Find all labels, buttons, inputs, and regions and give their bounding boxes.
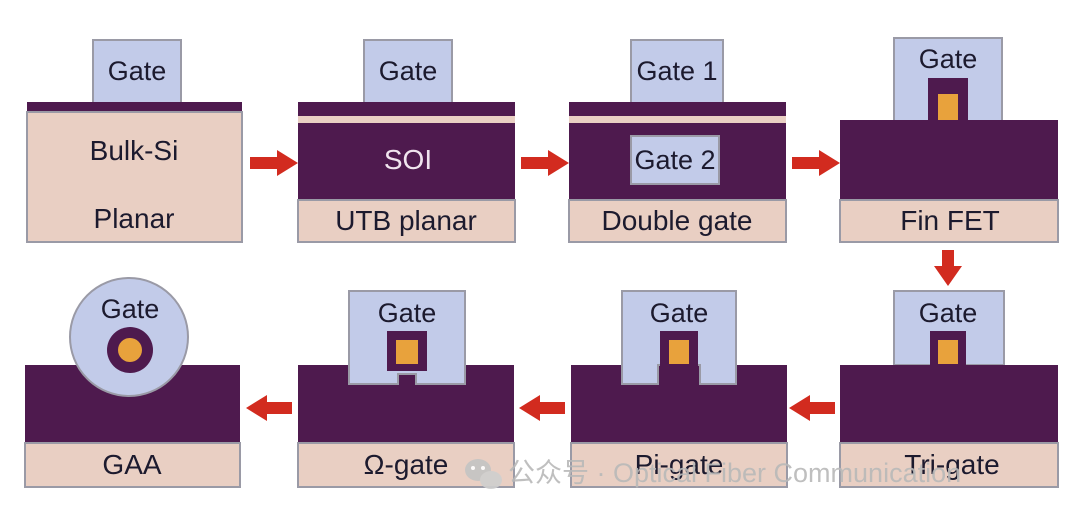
omega-label: Ω-gate [364, 449, 449, 480]
trigate-bulk [839, 442, 1059, 488]
watermark-text: 公众号 · Optical Fiber Communication [508, 458, 961, 488]
pigate-label: Pi-gate [635, 449, 724, 480]
utb-bulk [297, 199, 516, 243]
arrow-right-3 [792, 150, 840, 176]
gaa-channel [118, 338, 142, 362]
utb-gate-label: Gate [379, 56, 438, 86]
utb-soi-box [298, 123, 515, 200]
trigate-channel [938, 340, 958, 364]
stage-pigate: Gate Pi-gate [570, 290, 788, 488]
stage-omega-gate: Gate Ω-gate [297, 290, 515, 488]
utb-label: UTB planar [335, 205, 477, 236]
utb-body-label: SOI [384, 144, 432, 175]
double-bulk [568, 199, 787, 243]
planar-body-label: Bulk-Si [90, 135, 179, 166]
finfet-bulk [839, 199, 1059, 243]
finfet-box [840, 120, 1058, 200]
arrow-left-1 [789, 395, 835, 421]
trigate-label: Tri-gate [904, 449, 999, 480]
planar-oxide [27, 102, 242, 112]
finfet-channel [938, 94, 958, 120]
utb-thin-si [298, 116, 515, 123]
finfet-gate-label: Gate [919, 44, 978, 74]
gaa-bulk [24, 442, 241, 488]
double-gate-label: Double gate [601, 205, 752, 236]
wechat-icon [465, 459, 502, 489]
planar-gate [92, 39, 182, 104]
pigate-channel [669, 340, 689, 364]
planar-label: Planar [94, 203, 175, 234]
stage-gaa: Gate GAA [24, 277, 241, 488]
gaa-gate-label: Gate [101, 294, 160, 324]
omega-gate-label: Gate [378, 298, 437, 328]
stage-finfet: Gate Fin FET [839, 37, 1059, 243]
arrow-right-1 [250, 150, 298, 176]
trigate-gate-label: Gate [919, 298, 978, 328]
stage-planar: Gate Bulk-Si Planar [26, 39, 243, 243]
double-gate-bottom-label: Gate 2 [634, 145, 715, 175]
stage-utb: Gate SOI UTB planar [297, 39, 516, 243]
planar-gate-label: Gate [108, 56, 167, 86]
trigate-box [840, 365, 1058, 443]
finfet-label: Fin FET [900, 205, 1000, 236]
pigate-gate-label: Gate [650, 298, 709, 328]
double-gate-bottom [630, 135, 720, 185]
omega-channel [396, 340, 418, 364]
arrow-left-3 [246, 395, 292, 421]
utb-oxide [298, 102, 515, 116]
stage-double-gate: Gate 1 Gate 2 Double gate [568, 39, 787, 243]
pigate-box [571, 365, 787, 443]
arrow-left-2 [519, 395, 565, 421]
arrow-right-2 [521, 150, 569, 176]
gaa-label: GAA [102, 449, 161, 480]
double-gate-top-label: Gate 1 [636, 56, 717, 86]
planar-bulk [26, 111, 243, 243]
stage-trigate: Gate Tri-gate [839, 290, 1059, 488]
double-oxide [569, 102, 786, 116]
watermark: 公众号 · Optical Fiber Communication [465, 458, 961, 489]
pigate-bulk [570, 442, 788, 488]
omega-box [298, 365, 514, 443]
arrow-down [934, 250, 962, 286]
double-thin-si [569, 116, 786, 123]
